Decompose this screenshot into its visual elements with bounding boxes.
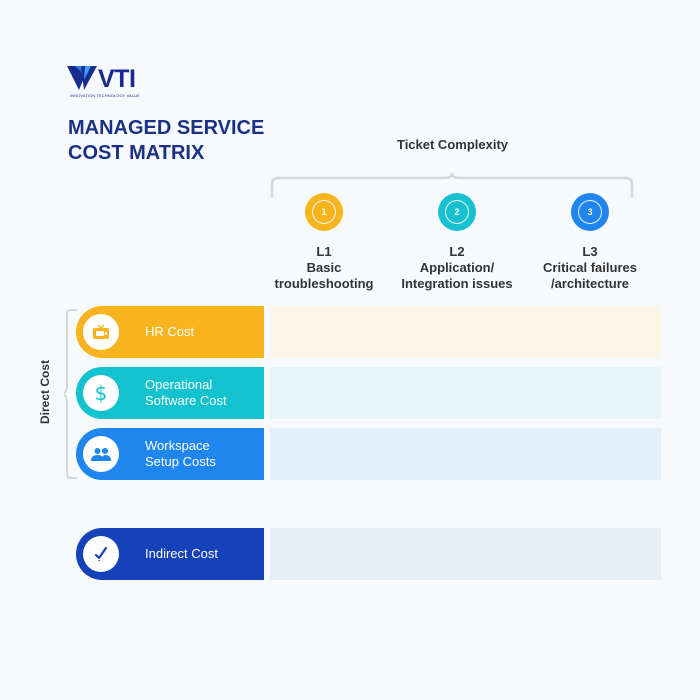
workspace-setup-costs-text: Workspace Setup Costs [145,428,260,480]
logo-tagline: INNOVATION TECHNOLOGY VALUE [70,93,140,98]
indirect-cost-line1: Indirect Cost [145,546,218,561]
level-3-label: L3 Critical failures /architecture [520,244,660,292]
level-1-label: L1 Basic troubleshooting [254,244,394,292]
level-2-code: L2 [449,244,465,259]
page-title-line1: MANAGED SERVICE [68,117,265,139]
ticket-complexity-label: Ticket Complexity [396,137,509,152]
direct-cost-label: Direct Cost [38,360,52,425]
vti-logo: VTI INNOVATION TECHNOLOGY VALUE [67,64,147,100]
tv-icon [83,314,119,350]
vti-logo-mark [67,66,97,90]
page-title-line2: COST MATRIX [68,142,205,164]
indirect-cost-matrix-cell [270,528,661,580]
workspace-setup-costs-matrix-cell [270,428,661,480]
operational-software-cost-text: Operational Software Cost [145,367,260,419]
workspace-setup-costs-line2: Setup Costs [145,454,216,469]
level-1-line1: Basic [306,260,342,275]
hr-cost-text: HR Cost [145,306,260,358]
hr-cost-line1: HR Cost [145,324,195,339]
check-icon [83,536,119,572]
direct-cost-bracket [64,309,77,479]
operational-software-cost-row-label: $ Operational Software Cost [76,367,264,419]
level-1-code: L1 [316,244,332,259]
hr-cost-row-label: HR Cost [76,306,264,358]
operational-software-cost-line1: Operational [145,377,213,392]
operational-software-cost-matrix-cell [270,367,661,419]
level-1-number: 1 [312,200,336,224]
level-3-number: 3 [578,200,602,224]
level-2-number: 2 [445,200,469,224]
workspace-setup-costs-row-label: Workspace Setup Costs [76,428,264,480]
dollar-icon: $ [83,375,119,411]
level-2-line2: Integration issues [401,276,513,291]
level-3-code: L3 [582,244,598,259]
page-title: MANAGED SERVICE COST MATRIX [68,116,308,166]
workspace-setup-costs-line1: Workspace [145,438,210,453]
level-3-line2: /architecture [550,276,630,291]
ticket-complexity-bracket [270,172,634,198]
level-2-line1: Application/ [419,260,495,275]
indirect-cost-text: Indirect Cost [145,528,260,580]
logo-wordmark: VTI [98,65,136,93]
level-1-badge: 1 [305,193,343,231]
hr-cost-matrix-cell [270,306,661,358]
level-2-badge: 2 [438,193,476,231]
indirect-cost-row-label: Indirect Cost [76,528,264,580]
level-3-line1: Critical failures [543,260,637,275]
level-1-line2: troubleshooting [274,276,374,291]
level-2-label: L2 Application/ Integration issues [387,244,527,292]
people-icon [83,436,119,472]
operational-software-cost-line2: Software Cost [145,393,227,408]
level-3-badge: 3 [571,193,609,231]
